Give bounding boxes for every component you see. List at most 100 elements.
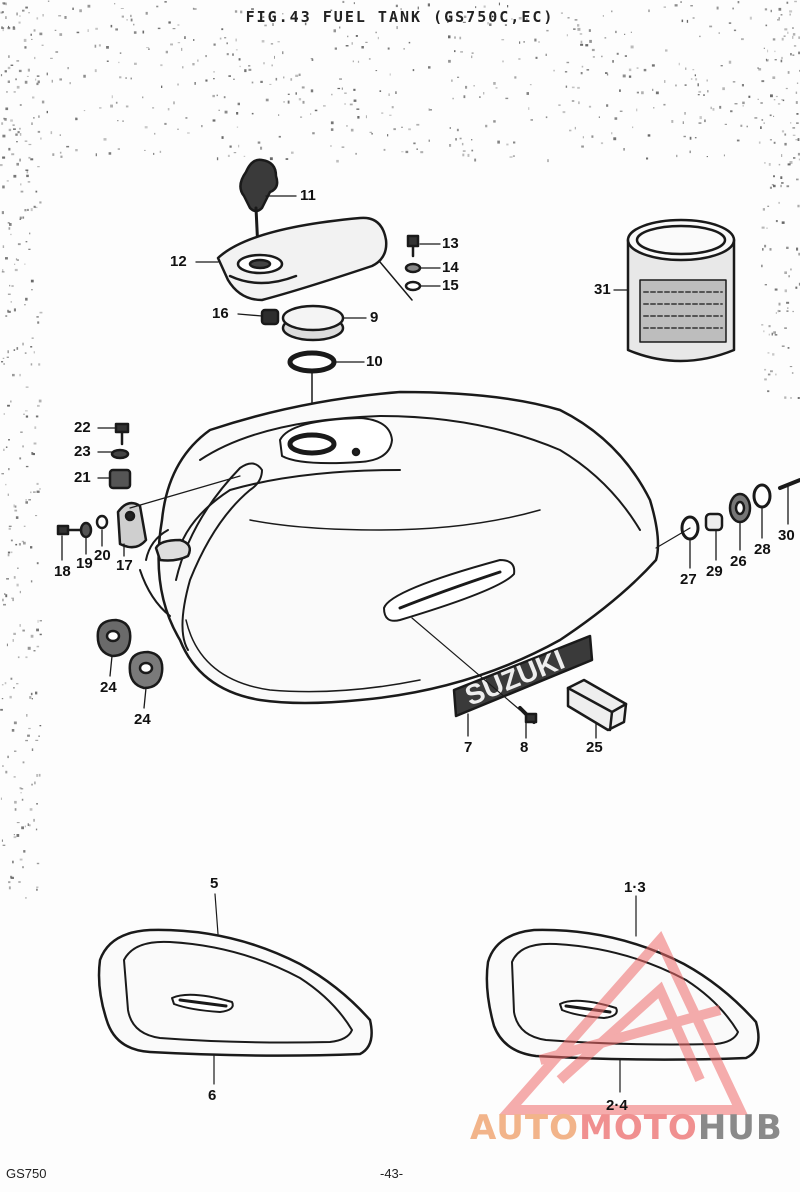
scan-speckle: [5, 446, 8, 448]
scan-speckle: [471, 149, 474, 152]
scan-speckle: [471, 52, 474, 54]
scan-speckle: [269, 83, 272, 85]
scan-speckle: [28, 499, 31, 501]
scan-speckle: [534, 14, 536, 18]
callout-26: 26: [730, 553, 747, 570]
scan-speckle: [352, 60, 354, 63]
scan-speckle: [1, 361, 4, 363]
scan-speckle: [763, 47, 765, 49]
scan-speckle: [22, 761, 25, 764]
scan-speckle: [761, 264, 763, 268]
scan-speckle: [295, 92, 297, 95]
scan-speckle: [39, 32, 43, 36]
scan-speckle: [361, 46, 364, 49]
scan-speckle: [528, 107, 530, 110]
scan-speckle: [790, 397, 792, 399]
scan-speckle: [613, 137, 617, 141]
rubber-pad: [566, 678, 628, 732]
scan-speckle: [36, 645, 40, 648]
scan-speckle: [30, 346, 33, 348]
scan-speckle: [29, 232, 31, 235]
callout-12: 12: [170, 253, 187, 270]
scan-speckle: [2, 156, 6, 159]
scan-speckle: [239, 65, 241, 68]
scan-speckle: [181, 47, 183, 51]
scan-speckle: [580, 40, 583, 44]
scan-speckle: [787, 163, 791, 166]
scan-speckle: [185, 117, 188, 119]
scan-speckle: [2, 357, 5, 359]
scan-speckle: [130, 14, 132, 18]
scan-speckle: [565, 85, 568, 88]
tank-cushion-rear: [128, 650, 164, 690]
scan-speckle: [236, 126, 239, 128]
cap-plate: [216, 216, 388, 302]
callout-8: 8: [520, 739, 529, 756]
scan-speckle: [692, 17, 695, 19]
scan-speckle: [619, 110, 623, 112]
scan-speckle: [7, 493, 9, 496]
scan-speckle: [678, 62, 680, 66]
scan-speckle: [28, 248, 31, 250]
scan-speckle: [796, 82, 799, 84]
scan-speckle: [4, 118, 7, 121]
scan-speckle: [692, 69, 695, 71]
scan-speckle: [778, 7, 782, 11]
scan-speckle: [489, 23, 492, 26]
scan-speckle: [365, 115, 367, 119]
scan-speckle: [648, 9, 650, 13]
scan-speckle: [24, 80, 28, 84]
scan-speckle: [790, 122, 792, 124]
scan-speckle: [1, 698, 4, 700]
scan-speckle: [8, 227, 11, 230]
scan-speckle: [5, 107, 9, 111]
scan-speckle: [243, 155, 246, 157]
scan-speckle: [764, 368, 767, 371]
scan-speckle: [764, 162, 766, 164]
scan-speckle: [452, 97, 454, 100]
scan-speckle: [630, 45, 634, 49]
scan-speckle: [260, 146, 263, 150]
scan-speckle: [1, 211, 4, 215]
scan-speckle: [76, 118, 78, 120]
callout-20: 20: [94, 547, 111, 564]
scan-speckle: [22, 342, 24, 346]
scan-speckle: [781, 37, 784, 41]
scan-speckle: [789, 13, 791, 16]
scan-speckle: [278, 135, 281, 138]
scan-speckle: [79, 9, 82, 13]
scan-speckle: [797, 397, 800, 399]
scan-speckle: [14, 750, 17, 752]
scan-speckle: [566, 34, 568, 37]
scan-speckle: [765, 24, 768, 27]
scan-speckle: [2, 269, 4, 272]
scan-speckle: [26, 174, 29, 178]
scan-speckle: [493, 120, 496, 123]
scan-speckle: [125, 77, 127, 79]
scan-speckle: [7, 551, 11, 554]
scan-speckle: [767, 352, 770, 354]
scan-speckle: [577, 24, 580, 27]
scan-speckle: [796, 113, 799, 115]
scan-speckle: [757, 67, 759, 69]
scan-speckle: [790, 53, 792, 56]
scan-speckle: [420, 151, 424, 154]
scan-speckle: [764, 244, 767, 248]
scan-speckle: [581, 65, 584, 68]
scan-speckle: [762, 208, 765, 211]
scan-speckle: [471, 55, 473, 59]
scan-speckle: [580, 43, 584, 46]
scan-speckle: [24, 304, 26, 306]
scan-speckle: [311, 58, 314, 61]
scan-speckle: [244, 69, 247, 73]
scan-speckle: [766, 59, 769, 62]
scan-speckle: [177, 24, 180, 26]
scan-speckle: [24, 209, 27, 212]
scan-speckle: [791, 372, 794, 374]
scan-speckle: [795, 101, 798, 104]
scan-speckle: [6, 356, 9, 358]
scan-speckle: [13, 776, 16, 778]
scan-speckle: [465, 85, 468, 89]
scan-speckle: [782, 99, 785, 102]
